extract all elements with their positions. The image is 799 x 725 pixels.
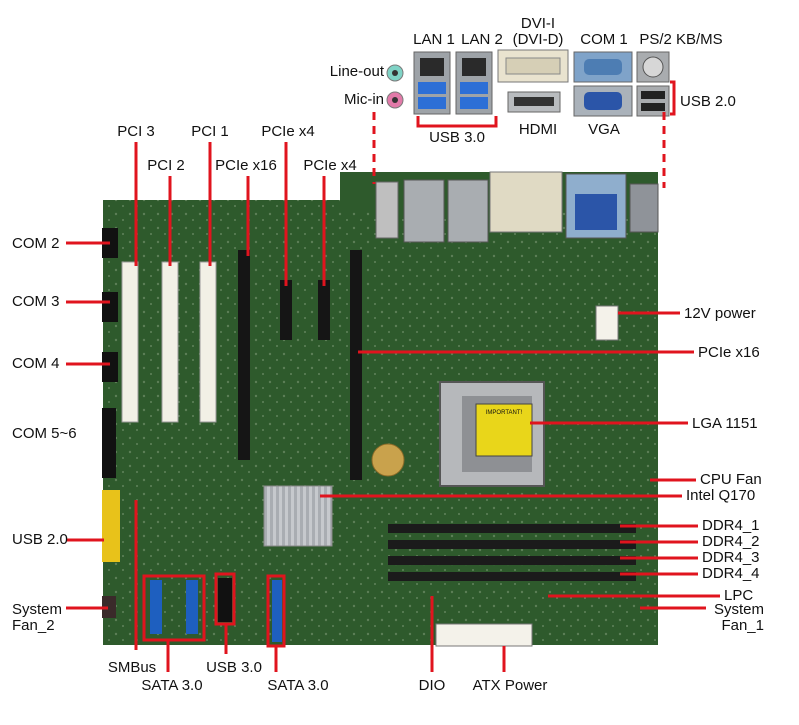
dimm-slots [388, 524, 636, 581]
sata-ports [150, 580, 282, 642]
usb20-rear-ports [636, 85, 670, 117]
intel-q170-label: Intel Q170 [686, 487, 756, 504]
system-fan2-label: System Fan_2 [12, 601, 63, 634]
12v-power-connector [595, 305, 619, 341]
ddr4-1-label: DDR4_1 [702, 517, 760, 534]
com1-label: COM 1 [580, 31, 628, 48]
com56-label: COM 5~6 [12, 425, 77, 442]
sata-a-label: SATA 3.0 [141, 677, 203, 694]
lpc-label: LPC [724, 587, 754, 604]
pci2-slot [161, 261, 179, 423]
pcie-x4-slot-a [280, 280, 292, 340]
pci2-label: PCI 2 [147, 157, 185, 174]
vga-label: VGA [588, 121, 620, 138]
pci1-slot [199, 261, 217, 423]
pcie-x4-b-label: PCIe x4 [303, 157, 357, 174]
system-fan1-label: System Fan_1 [713, 601, 764, 634]
com4-label: COM 4 [12, 355, 60, 372]
com2-label: COM 2 [12, 235, 60, 252]
pcie-x4-slot-b [318, 280, 330, 340]
dvi-d-label: (DVI-D) [512, 31, 564, 48]
com3-label: COM 3 [12, 293, 60, 310]
atx-power-connector [435, 623, 533, 647]
atx-power-label: ATX Power [472, 677, 548, 694]
dvi-label: DVI-I [520, 15, 556, 32]
12v-power-label: 12V power [684, 305, 756, 322]
usb20-rear-label: USB 2.0 [680, 93, 736, 110]
pcie-x4-a-label: PCIe x4 [261, 123, 315, 140]
callouts [66, 80, 720, 672]
sata-b-label: SATA 3.0 [267, 677, 329, 694]
lga1151-label: LGA 1151 [692, 415, 758, 432]
ddr4-4-slot [388, 572, 636, 581]
ddr4-3-label: DDR4_3 [702, 549, 760, 566]
ddr4-3-slot [388, 556, 636, 565]
pcie-x16-slot-b [350, 250, 362, 480]
cmos-battery [371, 443, 405, 477]
pcie-x16-b-label: PCIe x16 [698, 344, 760, 361]
pci-slots [121, 261, 217, 423]
cpu-fan-label: CPU Fan [700, 471, 762, 488]
pcie-x16-a-label: PCIe x16 [215, 157, 277, 174]
ps2-label: PS/2 KB/MS [639, 31, 723, 48]
usb20-headers [102, 490, 120, 562]
ddr4-1-slot [388, 524, 636, 533]
line-out-label: Line-out [329, 63, 384, 80]
lan2-label: LAN 2 [461, 31, 503, 48]
board-io-connectors [375, 171, 659, 243]
pcie-slots [238, 250, 362, 480]
hdmi-label: HDMI [518, 121, 558, 138]
ddr4-4-label: DDR4_4 [702, 565, 760, 582]
pci3-slot [121, 261, 139, 423]
pci1-label: PCI 1 [191, 123, 229, 140]
mic-in-label: Mic-in [344, 91, 384, 108]
left-headers [102, 228, 120, 618]
ddr4-2-slot [388, 540, 636, 549]
ddr4-2-label: DDR4_2 [702, 533, 760, 550]
usb30-front-header [218, 578, 232, 622]
usb30-header-label: USB 3.0 [206, 659, 262, 676]
lga1151-socket: IMPORTANT! [439, 381, 545, 487]
rear-io-panel [386, 49, 670, 117]
smbus-label: SMBus [107, 659, 157, 676]
usb30-rear-label: USB 3.0 [429, 129, 485, 146]
dio-label: DIO [418, 677, 446, 694]
pci3-label: PCI 3 [117, 123, 155, 140]
socket-sticker-text: IMPORTANT! [486, 410, 523, 416]
lan1-label: LAN 1 [413, 31, 455, 48]
usb20-header-label: USB 2.0 [12, 531, 68, 548]
pcie-x16-slot-a [238, 250, 250, 460]
